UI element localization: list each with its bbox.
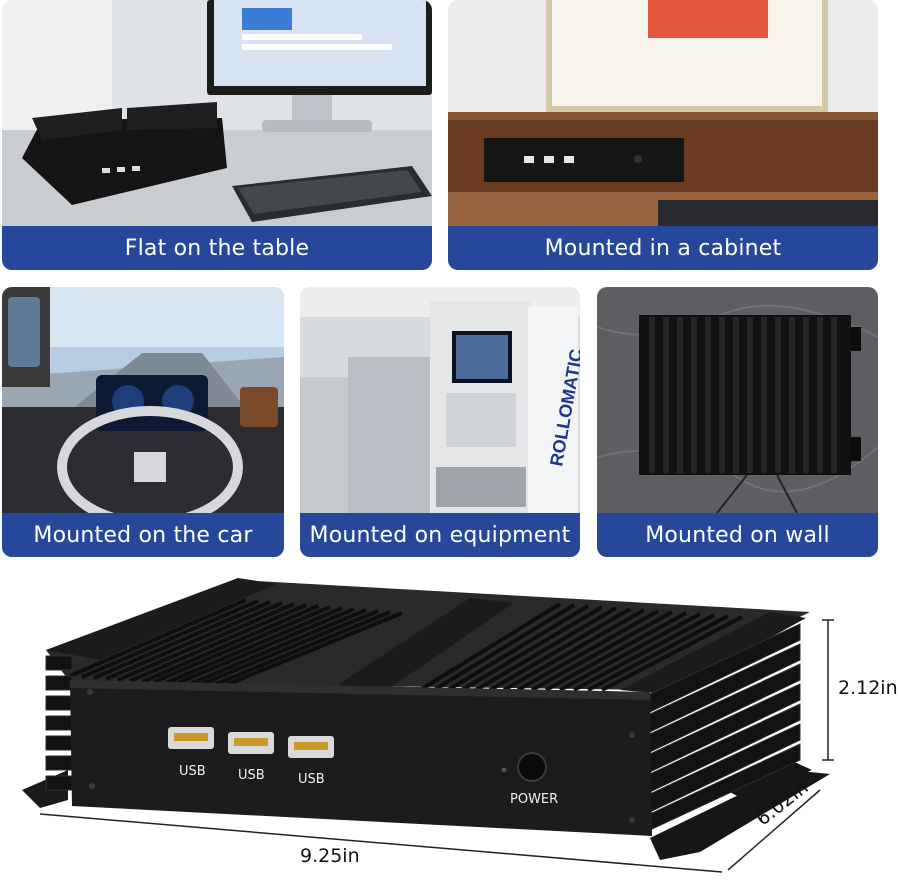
product-hero: USB USB USB POWER 9.25in 6.02in 2.12in <box>0 565 900 882</box>
usb-port-1 <box>168 727 214 749</box>
cabinet-scene-image <box>448 0 878 226</box>
wall-scene-image <box>597 287 878 513</box>
panel-flat-on-table: Flat on the table <box>2 0 432 270</box>
usb-port-2 <box>228 732 274 754</box>
power-label: POWER <box>510 792 559 807</box>
panel-mounted-on-car: Mounted on the car <box>2 287 284 557</box>
power-button <box>517 752 547 782</box>
usb-label-2: USB <box>238 768 265 783</box>
panel-mounted-in-cabinet: Mounted in a cabinet <box>448 0 878 270</box>
table-scene-image <box>2 0 432 226</box>
caption-mounted-on-equipment: Mounted on equipment <box>300 513 580 557</box>
panel-mounted-on-wall: Mounted on wall <box>597 287 878 557</box>
panel-mounted-on-equipment: ROLLOMATIC Mounted on equipment <box>300 287 580 557</box>
car-scene-image <box>2 287 284 513</box>
usb-label-3: USB <box>298 772 325 787</box>
caption-flat-on-table: Flat on the table <box>2 226 432 270</box>
device-illustration <box>22 578 834 873</box>
equipment-scene-image: ROLLOMATIC <box>300 287 580 513</box>
caption-mounted-on-car: Mounted on the car <box>2 513 284 557</box>
usb-label-1: USB <box>179 764 206 779</box>
dimension-height: 2.12in <box>838 677 898 699</box>
power-led <box>501 767 507 773</box>
caption-mounted-in-cabinet: Mounted in a cabinet <box>448 226 878 270</box>
dimension-width: 9.25in <box>300 845 360 867</box>
caption-mounted-on-wall: Mounted on wall <box>597 513 878 557</box>
usb-port-3 <box>288 736 334 758</box>
